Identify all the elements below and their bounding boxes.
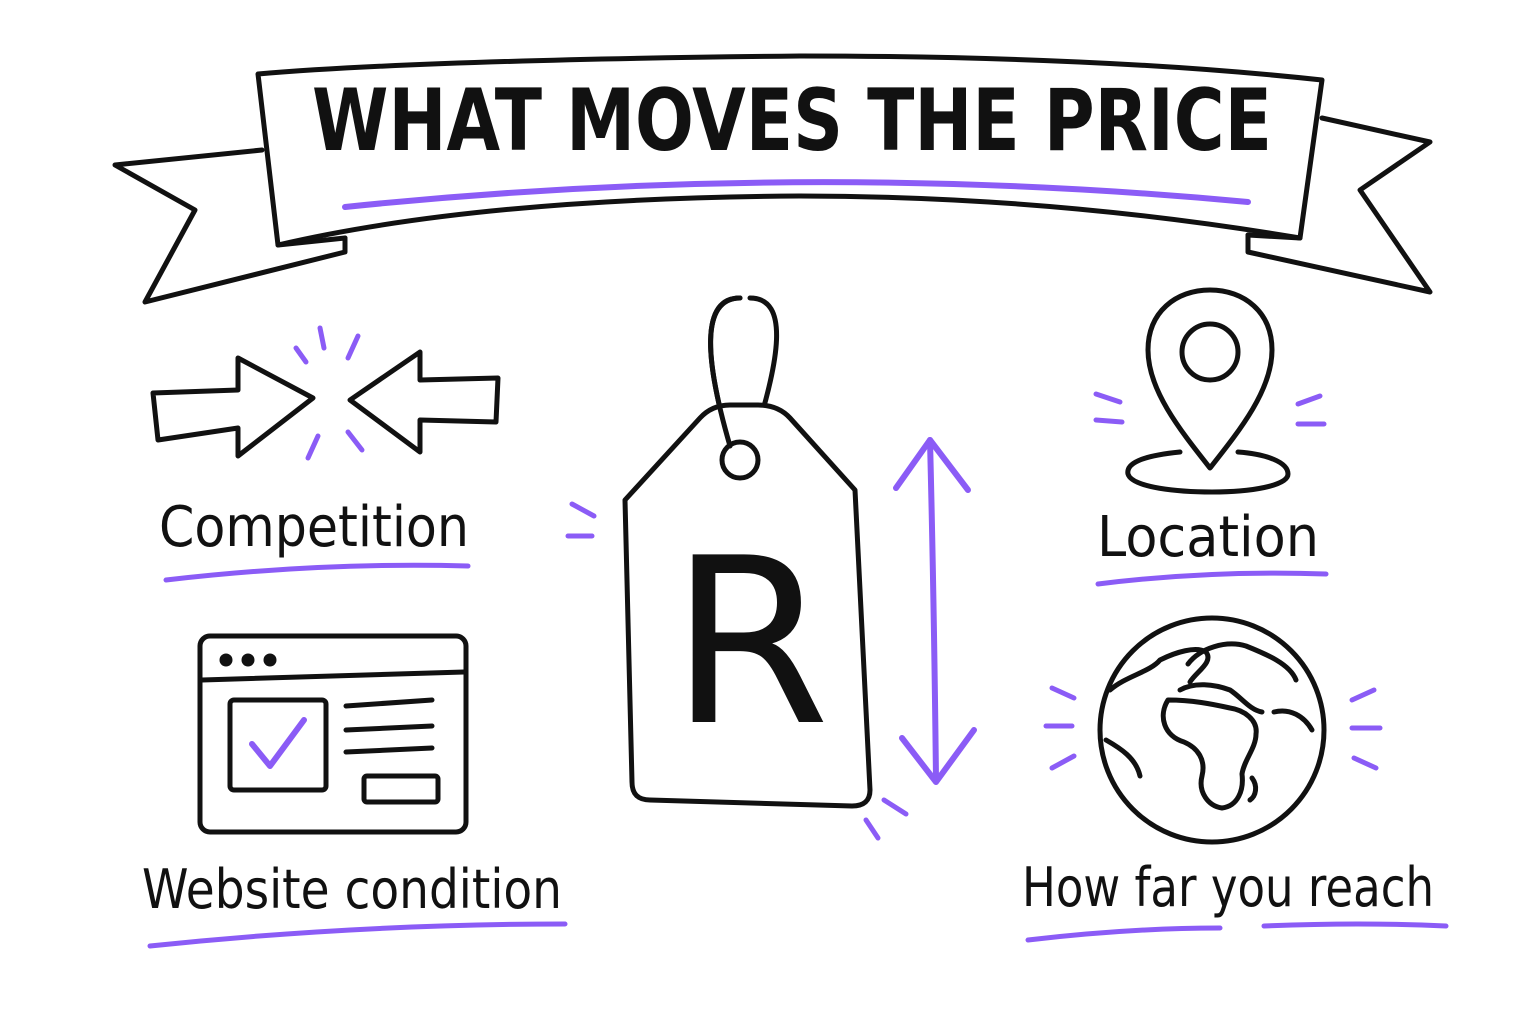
pin-sparkle-icon [1093, 391, 1327, 427]
location-underline [1095, 570, 1329, 587]
browser-window-icon [197, 633, 469, 835]
tag-sparkle-icon [565, 501, 909, 841]
title-banner [112, 53, 1433, 305]
title-underline [342, 179, 1251, 210]
website-underline [147, 921, 568, 949]
converging-arrows-icon [150, 349, 501, 459]
globe-icon [1097, 615, 1327, 845]
globe-sparkle-icon [1043, 685, 1383, 771]
price-tag-letter: R [670, 510, 830, 777]
reach-label: How far you reach [1022, 856, 1434, 919]
banner-title: WHAT MOVES THE PRICE [312, 71, 1272, 171]
check-icon [249, 717, 307, 769]
impact-burst-icon [293, 325, 365, 461]
location-label: Location [1097, 505, 1319, 570]
map-pin-icon [1125, 287, 1291, 495]
website-label: Website condition [142, 858, 562, 921]
price-tag-icon [622, 295, 873, 809]
reach-underline [1025, 921, 1449, 943]
competition-label: Competition [159, 495, 469, 560]
up-down-arrow-icon [893, 437, 977, 785]
competition-underline [163, 562, 471, 583]
